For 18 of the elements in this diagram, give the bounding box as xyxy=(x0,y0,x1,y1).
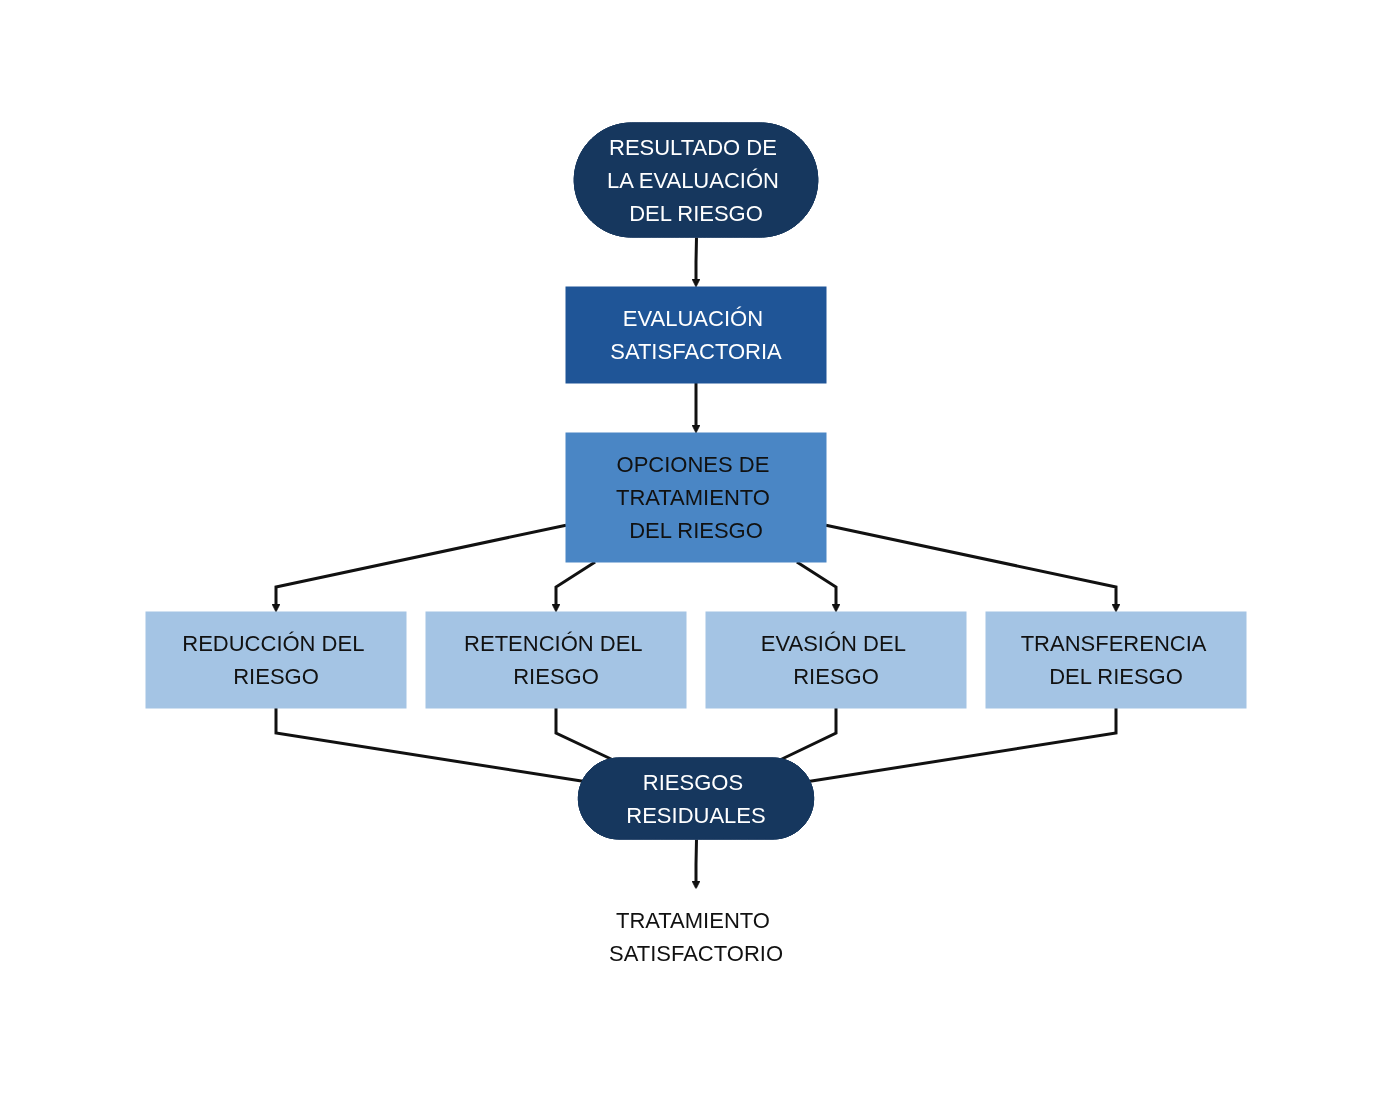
node-box: OPCIONES DE TRATAMIENTO DEL RIESGO xyxy=(565,432,826,562)
arrow xyxy=(825,523,1120,612)
connector xyxy=(274,707,583,783)
connector xyxy=(780,707,837,761)
connector xyxy=(554,707,612,761)
node-box: RETENCIÓN DEL RIESGO xyxy=(425,611,686,708)
arrow xyxy=(271,523,566,612)
node-box: TRANSFERENCIA DEL RIESGO xyxy=(985,611,1246,708)
node-text: TRATAMIENTO SATISFACTORIO xyxy=(608,907,783,966)
arrow xyxy=(795,560,840,612)
node-box: EVALUACIÓN SATISFACTORIA xyxy=(565,286,826,383)
arrow xyxy=(691,382,700,433)
connector xyxy=(809,707,1117,783)
node-box: REDUCCIÓN DEL RIESGO xyxy=(145,611,406,708)
arrow xyxy=(551,560,596,612)
arrow xyxy=(691,236,700,287)
node-box: EVASIÓN DEL RIESGO xyxy=(705,611,966,708)
arrow xyxy=(691,838,700,889)
